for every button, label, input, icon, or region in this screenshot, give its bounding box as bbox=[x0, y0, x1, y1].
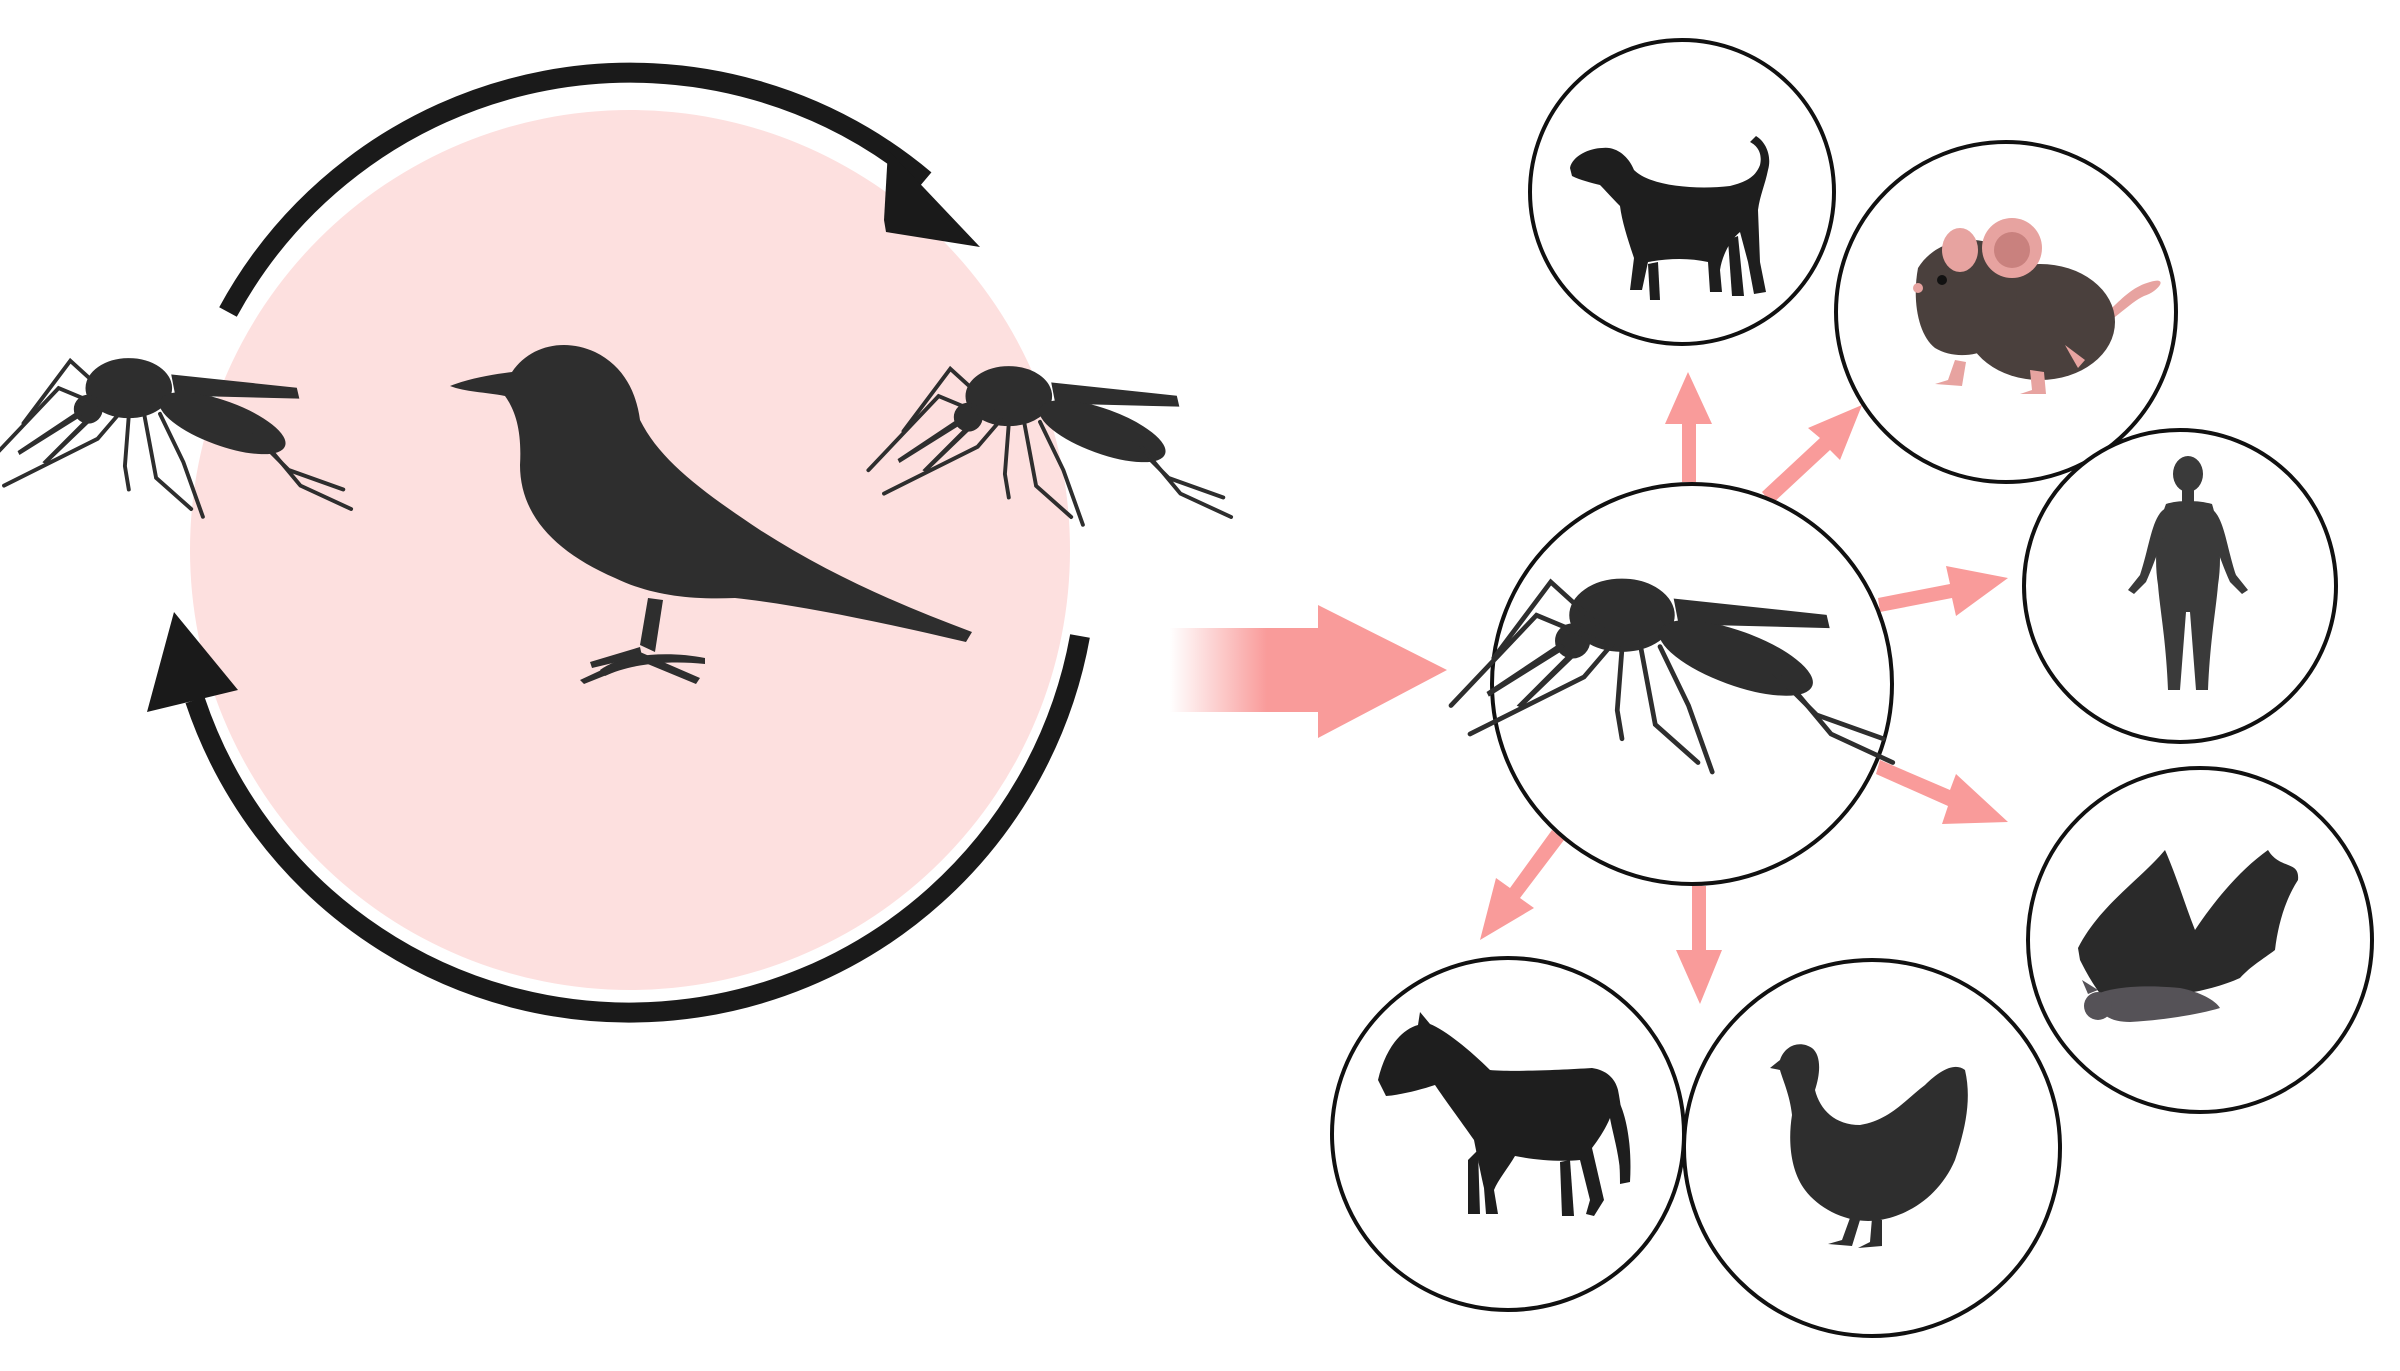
mouse-host bbox=[1834, 140, 2178, 484]
bat-icon bbox=[2078, 850, 2299, 1022]
mouse-icon bbox=[1913, 218, 2161, 394]
arrow-to-bat bbox=[1876, 760, 2008, 824]
horse-host bbox=[1330, 956, 1686, 1312]
arrow-to-human bbox=[1878, 566, 2008, 616]
arrow-to-dog bbox=[1665, 372, 1712, 482]
bat-host bbox=[2026, 766, 2374, 1114]
horse-icon bbox=[1378, 1012, 1631, 1216]
arrow-to-horse bbox=[1480, 830, 1564, 940]
spillover-hub bbox=[1451, 372, 2008, 1004]
cycle-arrowhead-bottom bbox=[147, 612, 238, 712]
chicken-host bbox=[1682, 958, 2062, 1338]
arrow-to-mouse bbox=[1762, 405, 1862, 504]
human-host bbox=[2022, 428, 2338, 744]
cycle-arc-top bbox=[219, 62, 932, 317]
chicken-icon bbox=[1770, 1044, 1968, 1248]
human-icon bbox=[2128, 456, 2248, 690]
radiating-arrows bbox=[1480, 372, 2008, 1004]
arrow-to-chicken bbox=[1676, 886, 1722, 1004]
dog-host bbox=[1528, 38, 1836, 346]
dog-icon bbox=[1570, 136, 1770, 300]
cycle-arc-bottom bbox=[185, 634, 1090, 1023]
center-circle bbox=[1490, 482, 1894, 886]
spillover-arrow bbox=[1170, 605, 1447, 738]
enzootic-cycle bbox=[0, 62, 1234, 1023]
cycle-arrowhead-top bbox=[884, 150, 980, 247]
bird-icon bbox=[450, 344, 972, 684]
